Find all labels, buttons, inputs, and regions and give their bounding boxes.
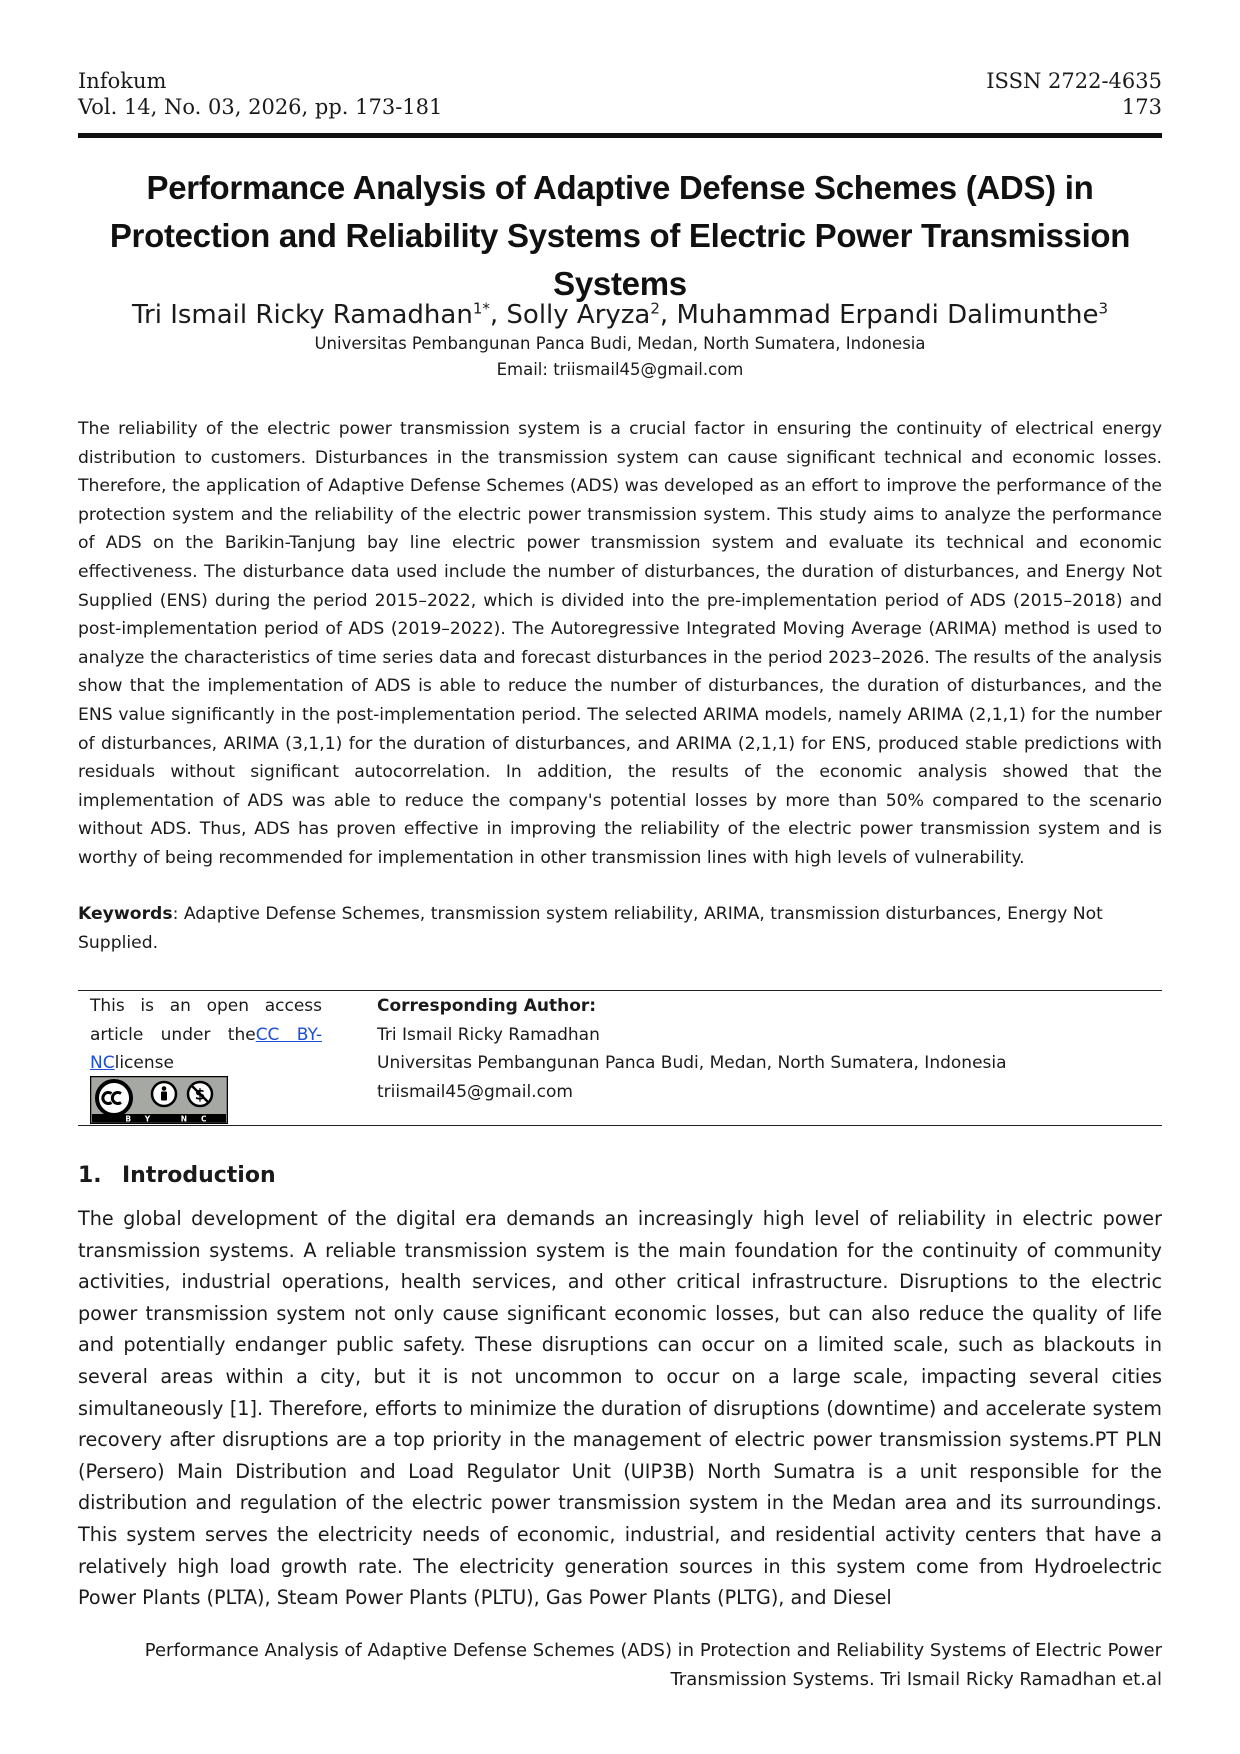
- author-sup: 3: [1098, 299, 1109, 317]
- section-heading: 1. Introduction: [78, 1160, 276, 1192]
- keywords: Keywords: Adaptive Defense Schemes, tran…: [78, 900, 1162, 957]
- affiliation: Universitas Pembangunan Panca Budi, Meda…: [314, 334, 926, 353]
- license-link[interactable]: CC BY-NC: [90, 1024, 322, 1074]
- corresponding-name: Tri Ismail Ricky Ramadhan: [377, 1024, 600, 1045]
- license-note: This is an open access article under the…: [90, 992, 322, 1078]
- abstract: The reliability of the electric power tr…: [78, 419, 1162, 868]
- running-footer: Performance Analysis of Adaptive Defense…: [102, 1636, 1162, 1694]
- keywords-label: Keywords: [78, 904, 173, 924]
- info-box-top-rule: [78, 990, 1162, 991]
- author-name: Solly Aryza: [506, 299, 651, 330]
- header-left: Infokum Vol. 14, No. 03, 2026, pp. 173-1…: [78, 68, 442, 120]
- author-1: Tri Ismail Ricky Ramadhan1*: [131, 299, 490, 330]
- section-title: Introduction: [122, 1163, 276, 1188]
- author-name: Muhammad Erpandi Dalimunthe: [676, 299, 1099, 330]
- header-rule: [78, 133, 1162, 138]
- author-email: Email: triismail45@gmail.com: [496, 360, 744, 379]
- cc-by-nc-badge-icon[interactable]: $ BY NC: [90, 1076, 228, 1124]
- author-separator: ,: [659, 299, 677, 330]
- corresponding-email: triismail45@gmail.com: [377, 1081, 573, 1102]
- corresponding-author: Corresponding Author: Tri Ismail Ricky R…: [377, 992, 1162, 1106]
- info-box-bottom-rule: [78, 1125, 1162, 1126]
- license-prefix: This is an open access article under the: [90, 996, 322, 1045]
- corresponding-affiliation: Universitas Pembangunan Panca Budi, Meda…: [377, 1053, 1007, 1073]
- corresponding-label: Corresponding Author:: [377, 996, 597, 1016]
- license-suffix: license: [114, 1053, 174, 1073]
- author-sup: 1*: [472, 299, 490, 317]
- author-list: Tri Ismail Ricky Ramadhan1*, Solly Aryza…: [70, 290, 1170, 333]
- paper-title: Performance Analysis of Adaptive Defense…: [109, 169, 1131, 302]
- issn: ISSN 2722-4635: [986, 69, 1162, 93]
- author-sup: 2: [650, 299, 660, 317]
- author-name: Tri Ismail Ricky Ramadhan: [131, 299, 473, 330]
- footer-line-1: Performance Analysis of Adaptive Defense…: [144, 1640, 1162, 1661]
- footer-line-2: Transmission Systems. Tri Ismail Ricky R…: [670, 1669, 1162, 1690]
- badge-text: BY NC: [125, 1115, 220, 1124]
- page-number: 173: [1121, 95, 1162, 119]
- author-2: Solly Aryza2: [506, 299, 660, 330]
- journal-name: Infokum: [78, 69, 167, 93]
- author-3: Muhammad Erpandi Dalimunthe3: [676, 299, 1109, 330]
- header-right: ISSN 2722-4635 173: [986, 68, 1162, 120]
- introduction-paragraph: The global development of the digital er…: [78, 1207, 1162, 1610]
- section-number: 1.: [78, 1163, 102, 1188]
- keywords-text: : Adaptive Defense Schemes, transmission…: [78, 904, 1103, 953]
- volume-info: Vol. 14, No. 03, 2026, pp. 173-181: [78, 95, 443, 119]
- author-separator: ,: [489, 299, 507, 330]
